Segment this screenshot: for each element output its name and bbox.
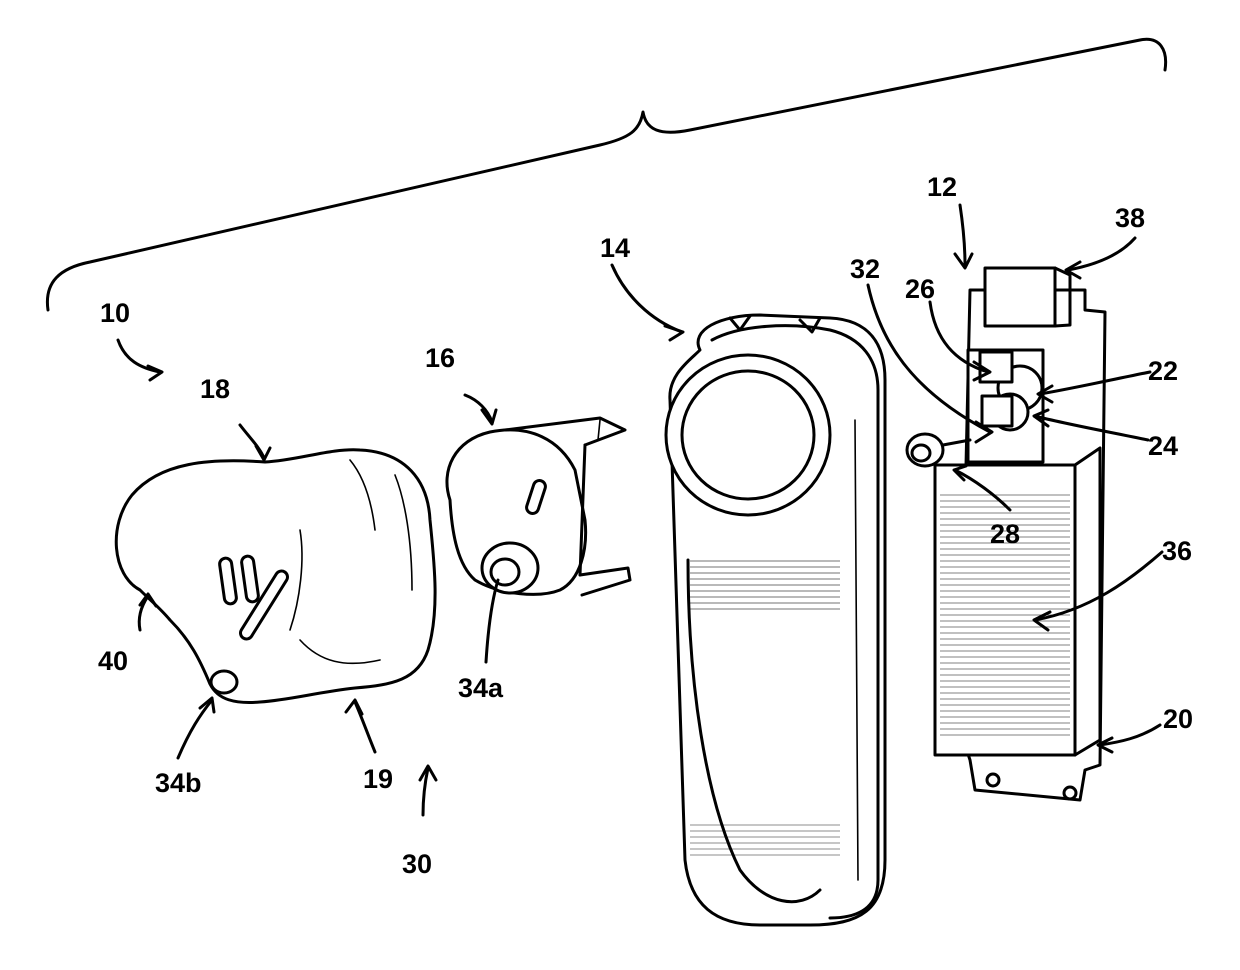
- label-38: 38: [1115, 203, 1145, 233]
- label-14: 14: [600, 233, 630, 263]
- label-32: 32: [850, 254, 880, 284]
- label-22: 22: [1148, 356, 1178, 386]
- label-28: 28: [990, 519, 1020, 549]
- label-24: 24: [1148, 431, 1178, 461]
- ear-shell-18: [116, 450, 435, 703]
- label-12: 12: [927, 172, 957, 202]
- label-16: 16: [425, 343, 455, 373]
- label-18: 18: [200, 374, 230, 404]
- label-34b: 34b: [155, 768, 202, 798]
- label-34a: 34a: [458, 673, 504, 703]
- faceplate-16: [447, 418, 630, 595]
- label-10: 10: [100, 298, 130, 328]
- label-36: 36: [1162, 536, 1192, 566]
- label-30: 30: [402, 849, 432, 879]
- sound-port-34b: [211, 671, 237, 693]
- cover-housing-14: [666, 315, 885, 925]
- label-26: 26: [905, 274, 935, 304]
- label-20: 20: [1163, 704, 1193, 734]
- label-19: 19: [363, 764, 393, 794]
- label-40: 40: [98, 646, 128, 676]
